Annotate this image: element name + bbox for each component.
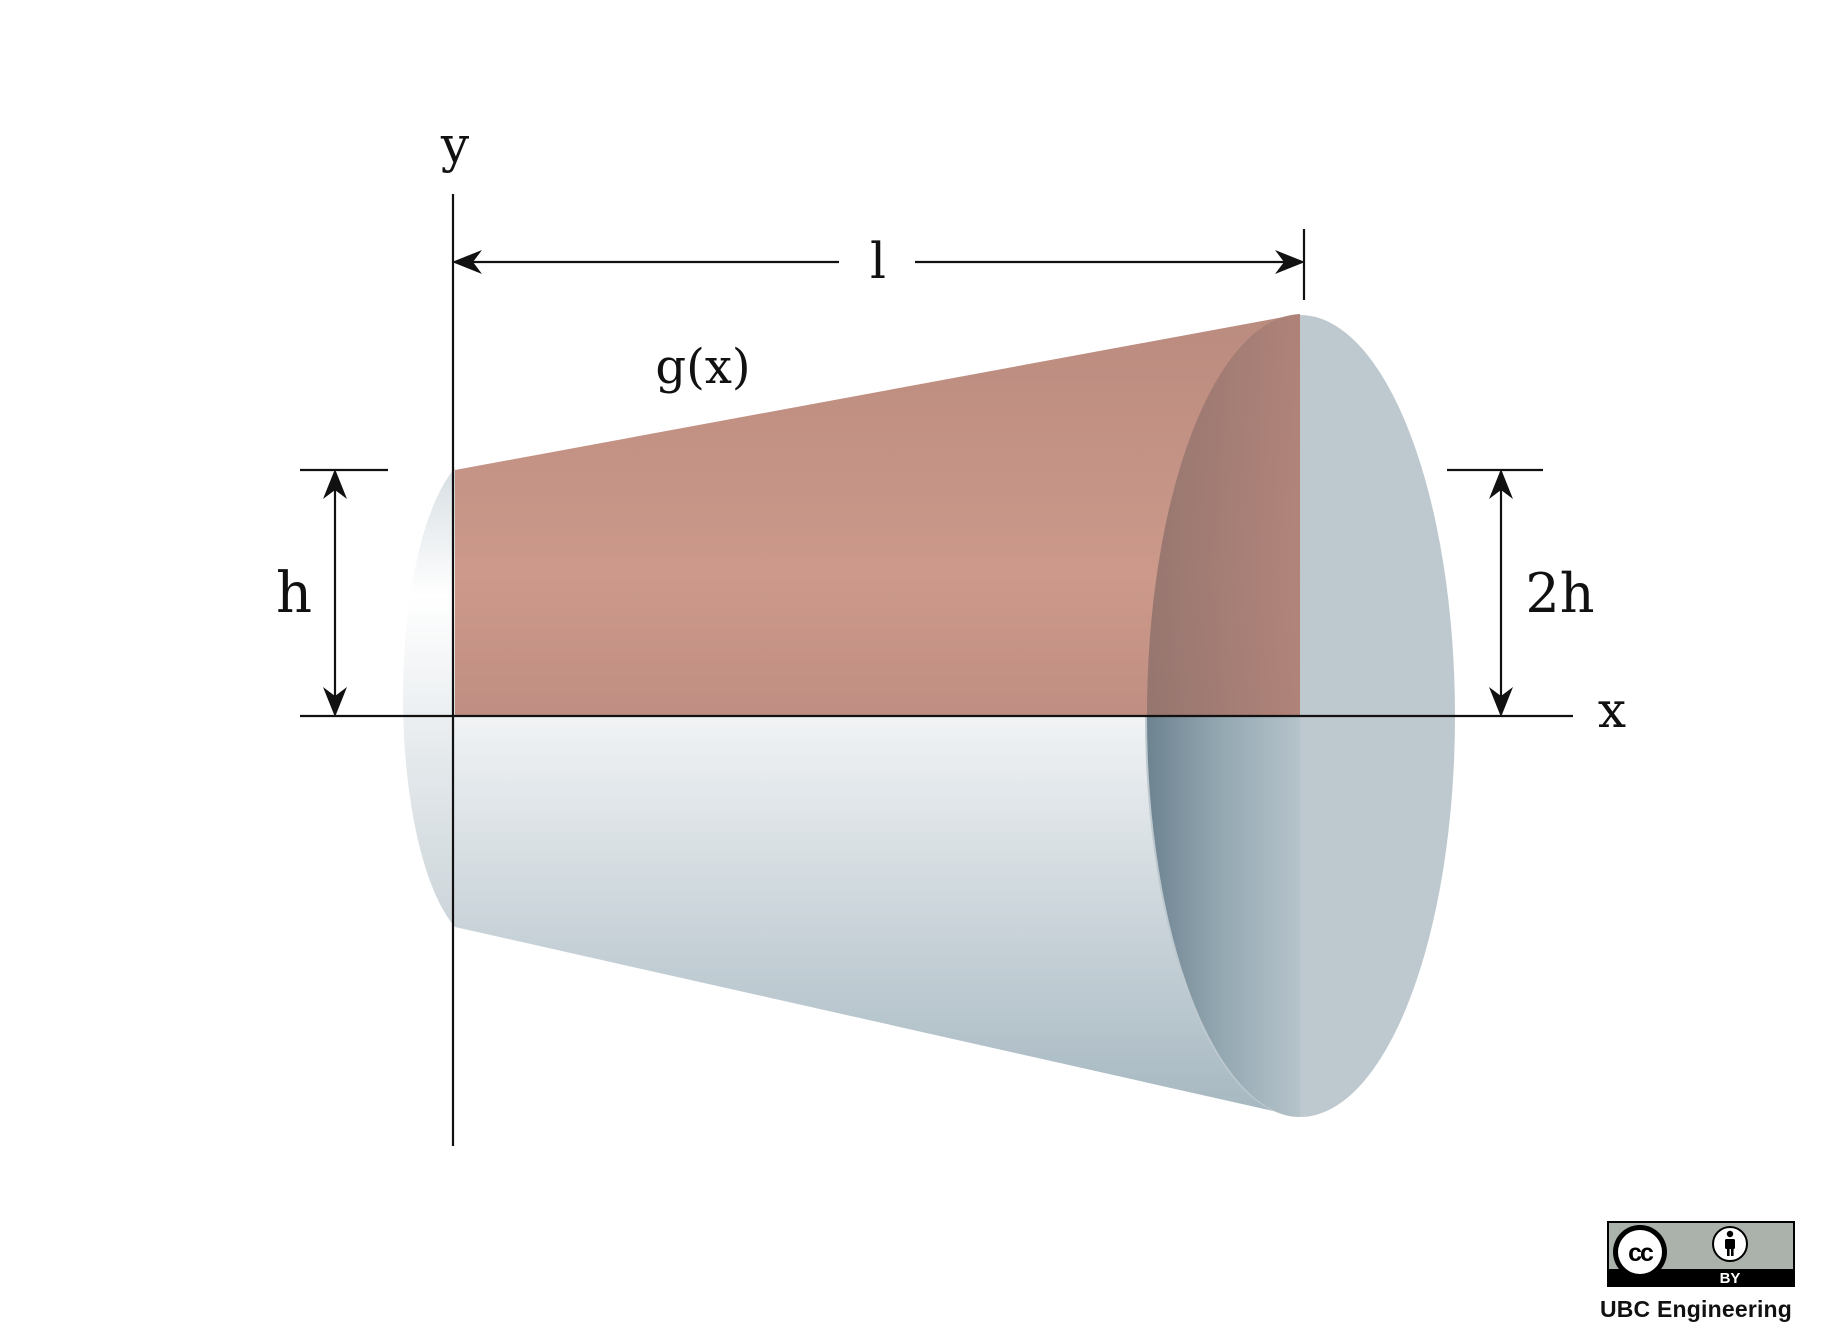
frustum-body	[455, 716, 1300, 1117]
right-face-shadow-upper	[1146, 314, 1300, 716]
by-label: BY	[1720, 1270, 1741, 1287]
left-height-label: h	[276, 561, 312, 626]
g-profile-section	[455, 314, 1300, 716]
right-face-shadow-lower	[1147, 716, 1300, 1117]
person-icon	[1712, 1226, 1748, 1262]
right-height-label: 2h	[1525, 562, 1594, 625]
x-axis-label: x	[1598, 681, 1626, 739]
left-end-cap	[403, 468, 455, 927]
credit-text: UBC Engineering	[1599, 1296, 1793, 1322]
cc-logo-inner	[1618, 1230, 1662, 1274]
y-axis-label: y	[440, 116, 470, 174]
cc-by-badge: cc BY	[1607, 1221, 1795, 1287]
function-label: g(x)	[655, 339, 750, 395]
length-label: l	[870, 232, 886, 290]
cc-logo-text: cc	[1628, 1239, 1654, 1267]
